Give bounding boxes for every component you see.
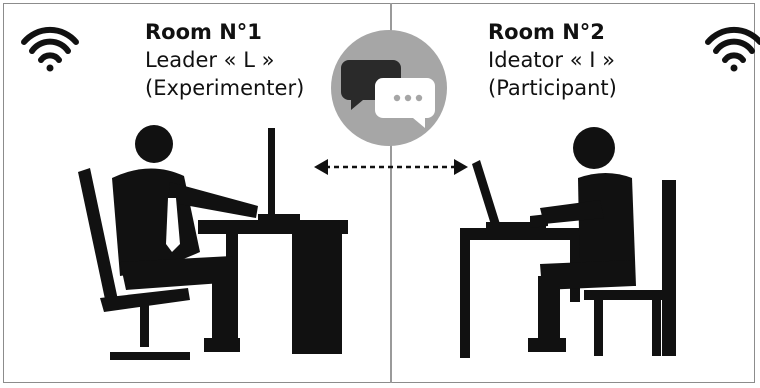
leader-at-desk-icon bbox=[78, 125, 348, 360]
room2-role: Ideator « I » bbox=[488, 48, 615, 72]
double-arrow-icon bbox=[314, 159, 468, 175]
room1-role: Leader « L » bbox=[145, 48, 275, 72]
wifi-icon bbox=[21, 26, 79, 72]
wifi-icon bbox=[705, 26, 760, 72]
ideator-at-desk-icon bbox=[460, 127, 676, 358]
room2-label: Room N°2 Ideator « I » (Participant) bbox=[488, 18, 617, 102]
room2-note: (Participant) bbox=[488, 76, 617, 100]
room2-title: Room N°2 bbox=[488, 20, 605, 44]
room1-note: (Experimenter) bbox=[145, 76, 305, 100]
room1-label: Room N°1 Leader « L » (Experimenter) bbox=[145, 18, 304, 102]
room-divider bbox=[390, 3, 392, 383]
chat-bubbles-icon bbox=[331, 30, 447, 146]
room1-title: Room N°1 bbox=[145, 20, 262, 44]
